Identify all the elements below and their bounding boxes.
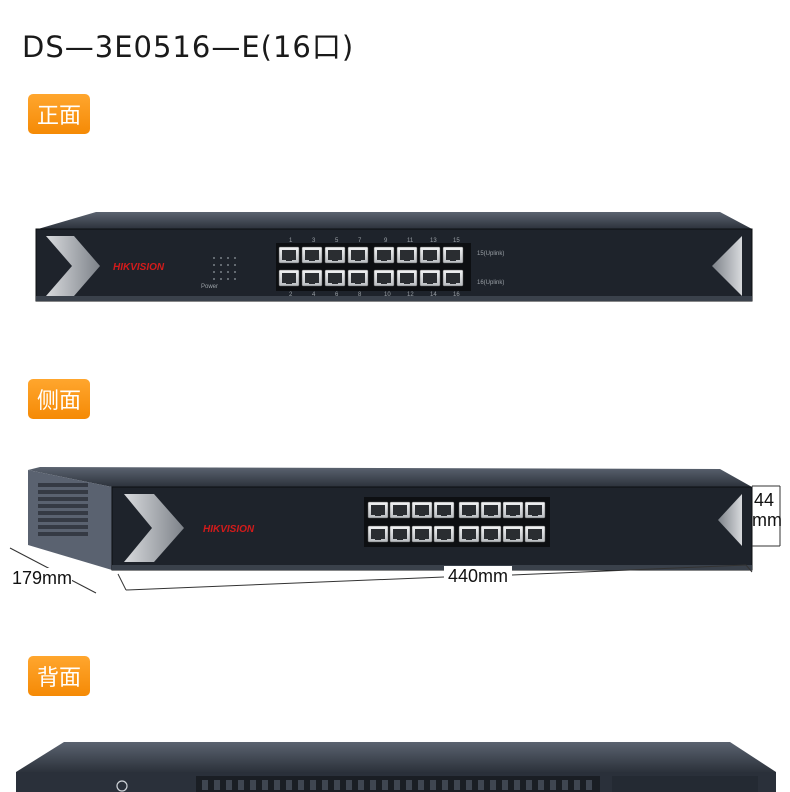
chevron-right-icon (712, 236, 742, 296)
uplink-label: 15(Uplink) (477, 251, 504, 257)
ground-icon (116, 780, 128, 792)
port-number: 7 (358, 238, 362, 244)
side-view-badge: 侧面 (28, 379, 90, 419)
port-number: 3 (312, 238, 316, 244)
port-number: 15 (453, 238, 460, 244)
port-number: 16 (453, 292, 460, 298)
port-number: 1 (289, 238, 293, 244)
port-number: 9 (384, 238, 388, 244)
brand-logo: HIKVISION (203, 524, 255, 535)
port-number: 12 (407, 292, 414, 298)
side-switch: HIKVISION (9, 467, 781, 594)
port-number: 10 (384, 292, 391, 298)
port-number: 6 (335, 292, 339, 298)
back-view-badge: 背面 (28, 656, 90, 696)
page-title: DS—3E0516—E(16口) (22, 30, 355, 64)
power-label: Power (201, 284, 218, 290)
depth-dimension: 179mm (12, 568, 73, 589)
uplink-label: 16(Uplink) (477, 280, 504, 286)
height-dimension-unit: mm (752, 510, 782, 530)
chevron-right-icon (718, 494, 742, 546)
port-number: 11 (407, 238, 414, 244)
port-number: 8 (358, 292, 362, 298)
width-dimension: 440mm (444, 566, 513, 587)
port-number: 4 (312, 292, 316, 298)
port-number: 2 (289, 292, 293, 298)
port-number: 5 (335, 238, 339, 244)
port-number: 14 (430, 292, 437, 298)
chevron-left-icon (46, 236, 100, 296)
chevron-left-icon (124, 494, 184, 562)
led-panel (213, 257, 236, 280)
height-dimension-value: 44 (754, 490, 775, 510)
back-switch (16, 742, 776, 792)
front-view-badge: 正面 (28, 94, 90, 134)
front-switch: 1 3 5 7 9 11 13 15 2 4 6 8 10 12 14 16 1… (35, 212, 753, 302)
port-number: 13 (430, 238, 437, 244)
brand-logo: HIKVISION (113, 262, 165, 273)
